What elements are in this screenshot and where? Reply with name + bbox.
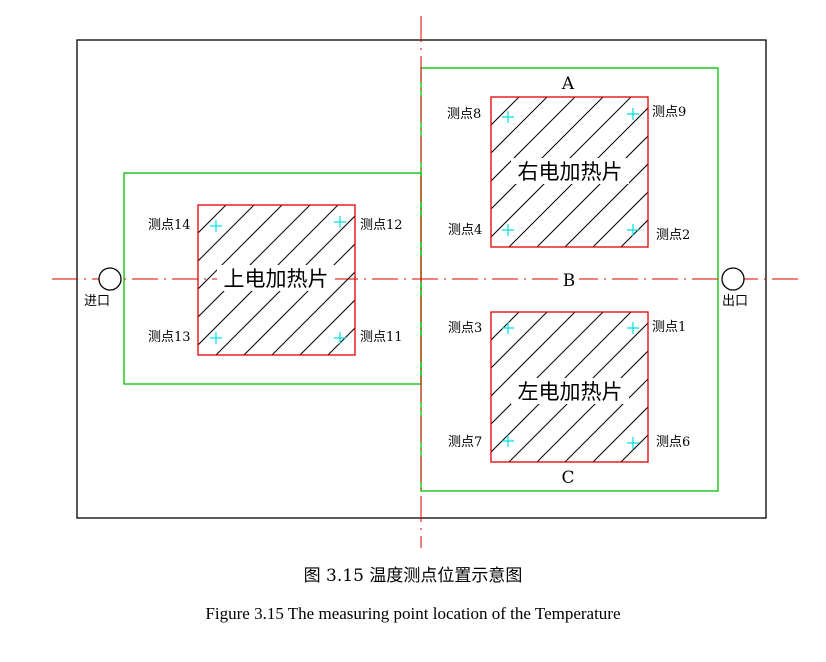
point-6-marker	[627, 437, 639, 449]
hatch-line	[592, 406, 648, 462]
point-2-marker	[627, 224, 639, 236]
hatch-line	[198, 205, 283, 290]
inlet-label: 进口	[84, 294, 110, 309]
point-4-marker	[502, 224, 514, 236]
point-11-marker	[334, 332, 346, 344]
point-6-label: 测点6	[656, 435, 690, 450]
point-13-label: 测点13	[148, 330, 191, 345]
hatch-line	[789, 312, 826, 462]
point-1-label: 测点1	[652, 320, 686, 335]
hatch-line	[677, 312, 826, 462]
point-9-marker	[627, 108, 639, 120]
upper-heating-plate	[197, 204, 356, 356]
hatch-line	[327, 327, 355, 355]
point-13-marker	[210, 332, 222, 344]
hatch-line	[677, 97, 826, 247]
point-2-label: 测点2	[656, 228, 690, 243]
hatch-line	[198, 205, 255, 262]
hatch-line	[564, 163, 648, 247]
point-11-label: 测点11	[360, 330, 403, 345]
point-12-label: 测点12	[360, 218, 403, 233]
hatch-line	[761, 97, 826, 247]
inlet-port	[98, 267, 122, 291]
hatch-line	[198, 205, 227, 234]
zone-b-label: B	[563, 271, 576, 291]
caption-english: Figure 3.15 The measuring point location…	[205, 604, 621, 623]
hatch-line	[564, 378, 648, 462]
point-8-label: 测点8	[447, 107, 481, 122]
point-9-label: 测点9	[652, 105, 686, 120]
point-14-marker	[210, 220, 222, 232]
hatch-line	[592, 191, 648, 247]
hatch-line	[789, 97, 826, 247]
point-7-label: 测点7	[448, 435, 482, 450]
left-heating-plate	[490, 311, 649, 463]
hatch-line	[491, 312, 576, 397]
hatch-line	[761, 312, 826, 462]
point-12-marker	[334, 216, 346, 228]
hatch-line	[733, 312, 826, 462]
point-8-marker	[502, 111, 514, 123]
point-14-label: 测点14	[148, 218, 191, 233]
right-heating-plate	[490, 96, 649, 248]
measuring-point-markers	[210, 108, 639, 449]
point-4-label: 测点4	[448, 223, 482, 238]
point-3-label: 测点3	[448, 321, 482, 336]
hatch-line	[620, 219, 648, 247]
hatch-line	[299, 299, 355, 355]
caption-chinese: 图 3.15 温度测点位置示意图	[303, 566, 523, 586]
point-3-marker	[502, 322, 514, 334]
hatch-line	[491, 312, 548, 369]
outlet-port	[721, 267, 745, 291]
hatch-line	[491, 97, 520, 126]
hatch-line	[733, 97, 826, 247]
hatch-line	[620, 434, 648, 462]
zone-c-label: C	[561, 468, 574, 488]
outlet-label: 出口	[722, 294, 748, 309]
right-plate-label: 右电加热片	[518, 160, 623, 184]
hatch-line	[491, 97, 576, 182]
left-plate-label: 左电加热片	[518, 380, 623, 404]
hatch-line	[412, 205, 562, 355]
hatch-line	[491, 97, 548, 154]
zone-a-label: A	[561, 74, 575, 94]
point-7-marker	[502, 435, 514, 447]
upper-plate-label: 上电加热片	[224, 267, 329, 291]
hatch-line	[271, 271, 355, 355]
hatch-line	[491, 312, 520, 341]
point-1-marker	[627, 322, 639, 334]
